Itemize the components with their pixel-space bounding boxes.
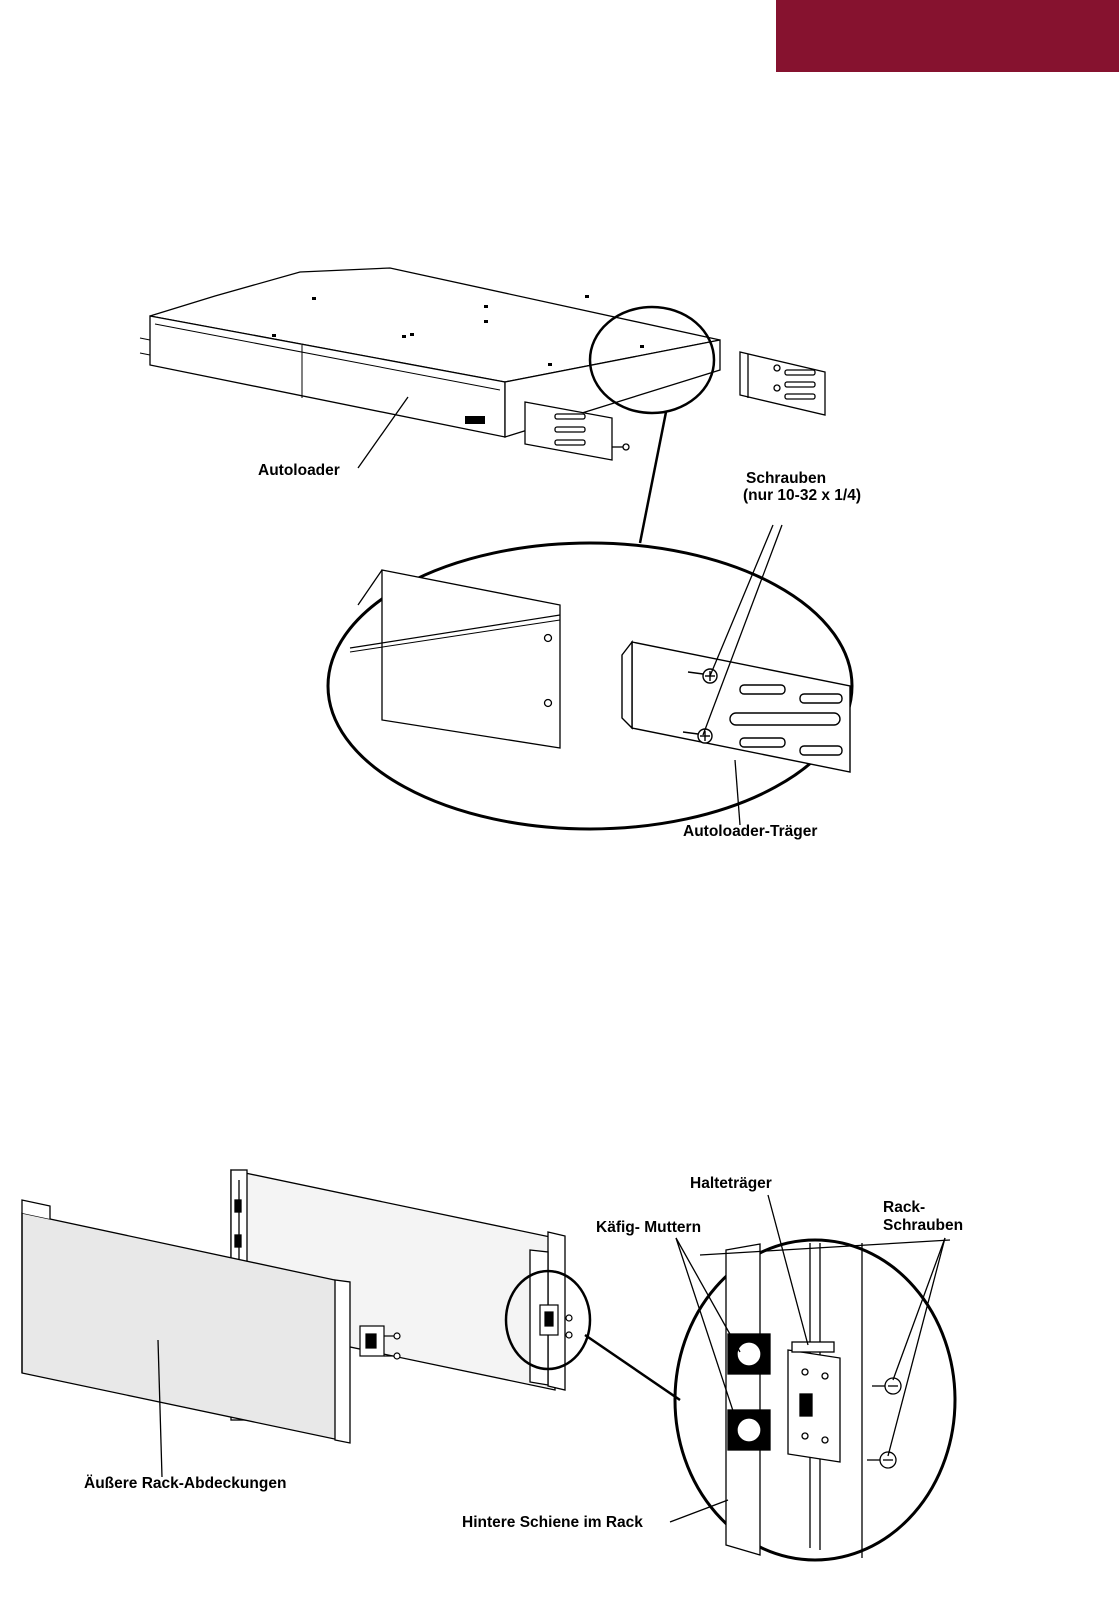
- rack-outer-cover: [21, 1199, 351, 1444]
- leader-bracket: [734, 759, 741, 826]
- rack-detail-circle-large: [673, 1238, 957, 1562]
- leader-rack-screw-1: [892, 1237, 946, 1381]
- label-screws-spec: (nur 10-32 x 1/4): [743, 487, 861, 504]
- leader-autoloader: [357, 396, 409, 469]
- rack-detail-connector: [584, 1333, 681, 1402]
- rack-detail-content: [699, 1239, 951, 1558]
- detail-bracket: [621, 639, 851, 773]
- leader-rear-rail: [669, 1499, 729, 1523]
- leader-cage-nut-1: [675, 1237, 741, 1353]
- label-holding-bracket: Halteträger: [690, 1175, 772, 1192]
- leader-holding-bracket: [767, 1194, 809, 1346]
- rack-hardware-small: [359, 1304, 573, 1360]
- label-autoloader-bracket: Autoloader-Träger: [683, 823, 817, 840]
- detail-circle-large: [326, 541, 854, 831]
- leader-screw-2: [702, 524, 783, 736]
- leader-rack-screw-2: [887, 1237, 946, 1457]
- label-rear-rail: Hintere Schiene im Rack: [462, 1514, 643, 1531]
- label-rack-screws: Rack-: [883, 1199, 925, 1216]
- rear-bracket-left: [524, 401, 630, 461]
- label-rack-screws-2: Schrauben: [883, 1217, 963, 1234]
- header-color-band: [776, 0, 1119, 72]
- detail-chassis-corner: [349, 569, 561, 749]
- autoloader-figure: Autoloader Schrauben (nur 10-32 x 1/4) A…: [139, 267, 861, 840]
- rack-figure: Halteträger Käfig- Muttern Rack- Schraub…: [21, 1169, 963, 1562]
- leader-outer-covers: [157, 1339, 163, 1478]
- leader-cage-nut-2: [675, 1237, 739, 1427]
- label-outer-covers: Äußere Rack-Abdeckungen: [84, 1475, 286, 1492]
- label-screws: Schrauben: [746, 470, 826, 487]
- detail-connector: [638, 411, 668, 544]
- label-autoloader: Autoloader: [258, 462, 340, 479]
- rack-detail-circle-small: [504, 1269, 592, 1371]
- rear-bracket-right: [739, 351, 826, 416]
- leader-screw-1: [709, 524, 774, 677]
- label-cage-nuts: Käfig- Muttern: [596, 1219, 701, 1236]
- detail-circle-small: [588, 305, 716, 415]
